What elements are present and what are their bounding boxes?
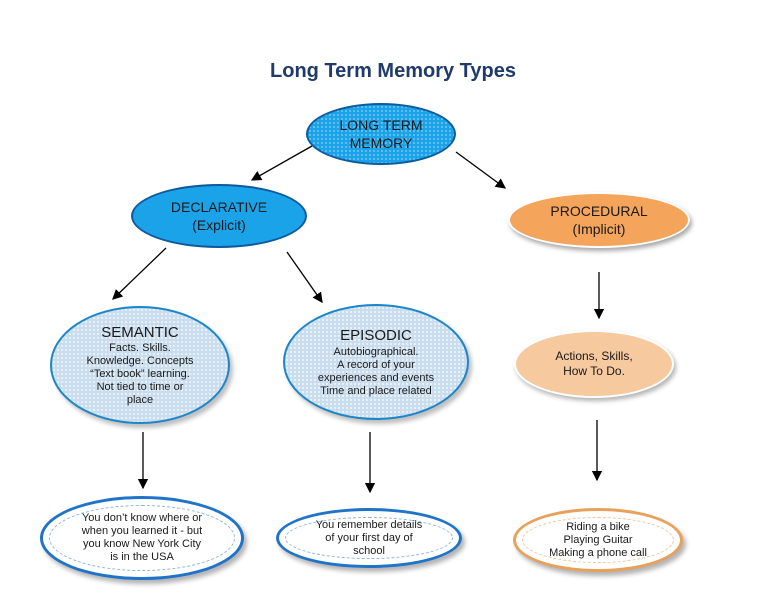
node-long-term-memory-line-1: LONG TERM — [339, 117, 423, 133]
arrow-root-to-declarative — [250, 145, 313, 181]
arrow-root-to-procedural — [455, 151, 507, 189]
node-episodic: EPISODIC Autobiographical. A record of y… — [283, 304, 469, 420]
node-semantic-line-2: Knowledge. Concepts — [86, 354, 194, 367]
node-semantic-heading: SEMANTIC — [101, 323, 179, 341]
node-semantic-example: You don’t know where or when you learned… — [40, 496, 244, 580]
node-actions-line-1: Actions, Skills, — [555, 349, 633, 363]
node-episodic-line-4: Time and place related — [320, 384, 432, 397]
arrow-declarative-to-episodic — [286, 251, 323, 304]
node-semantic-line-1: Facts. Skills. — [109, 341, 171, 354]
diagram-title: Long Term Memory Types — [270, 60, 516, 82]
node-long-term-memory-line-2: MEMORY — [349, 135, 413, 151]
node-procedural: PROCEDURAL (Implicit) — [508, 192, 690, 248]
node-semantic-example-line-1: You don’t know where or — [81, 512, 203, 524]
node-episodic-line-3: experiences and events — [317, 371, 435, 384]
node-procedural-line-1: PROCEDURAL — [550, 203, 648, 219]
node-episodic-heading: EPISODIC — [340, 326, 412, 344]
node-semantic-example-line-3: you know New York City — [83, 538, 201, 550]
node-procedural-example-line-3: Making a phone call — [549, 546, 647, 559]
node-semantic-line-3: “Text book” learning. — [90, 367, 190, 380]
node-declarative: DECLARATIVE (Explicit) — [131, 184, 307, 248]
node-declarative-line-2: (Explicit) — [192, 217, 246, 233]
node-semantic-line-5: place — [126, 393, 154, 406]
node-episodic-line-1: Autobiographical. — [333, 345, 419, 358]
node-procedural-line-2: (Implicit) — [572, 221, 626, 237]
node-declarative-line-1: DECLARATIVE — [170, 199, 268, 215]
node-long-term-memory: LONG TERM MEMORY — [306, 103, 456, 165]
node-semantic-line-4: Not tied to time or — [96, 380, 184, 393]
node-procedural-example: Riding a bike Playing Guitar Making a ph… — [513, 508, 683, 572]
node-semantic-example-line-2: when you learned it - but — [81, 525, 203, 537]
node-episodic-line-2: A record of your — [337, 358, 415, 371]
node-episodic-example-line-2: of your first day of — [325, 531, 413, 544]
node-semantic-example-line-4: is in the USA — [110, 551, 174, 563]
node-actions-line-2: How To Do. — [563, 364, 625, 378]
node-episodic-example-line-3: school — [353, 544, 385, 557]
node-actions: Actions, Skills, How To Do. — [514, 330, 674, 398]
node-procedural-example-line-1: Riding a bike — [566, 520, 630, 533]
node-semantic: SEMANTIC Facts. Skills. Knowledge. Conce… — [50, 306, 230, 424]
node-procedural-example-line-2: Playing Guitar — [563, 533, 633, 546]
node-episodic-example-line-1: You remember details — [315, 518, 423, 531]
arrow-declarative-to-semantic — [112, 247, 167, 300]
node-episodic-example: You remember details of your first day o… — [276, 508, 462, 568]
